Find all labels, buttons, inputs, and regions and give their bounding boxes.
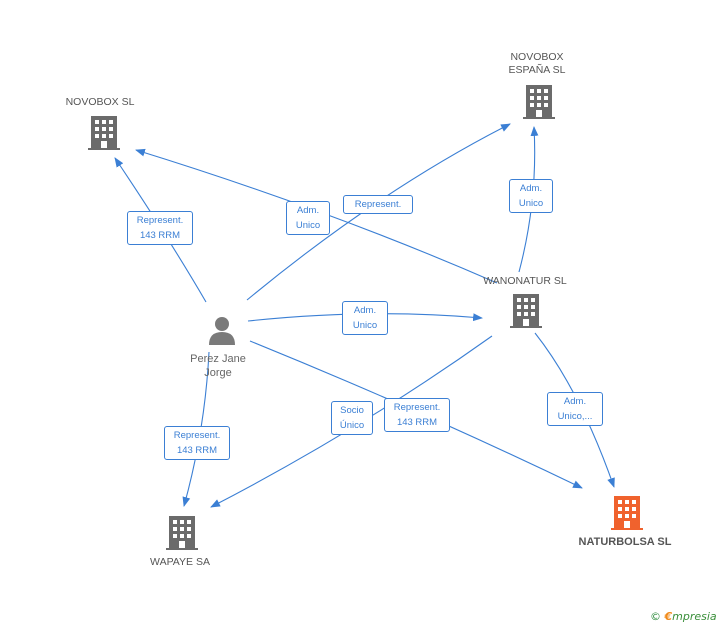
edge-label-person-naturbolsa: Represent. 143 RRM: [384, 398, 450, 432]
node-label-wanonatur[interactable]: WANONATUR SL: [483, 275, 567, 287]
edge-label-person-novobox-espana: Represent.: [343, 195, 413, 214]
edge-label-wanonatur-novobox-espana: Adm. Unico: [509, 179, 553, 213]
node-label-naturbolsa[interactable]: NATURBOLSA SL: [578, 536, 672, 548]
building-icon[interactable]: [523, 85, 555, 119]
brand-logo-initial: €: [664, 610, 673, 623]
edge-label-wanonatur-naturbolsa: Adm. Unico,...: [547, 392, 603, 426]
person-icon[interactable]: [207, 315, 237, 345]
person-label[interactable]: Perez Jane Jorge: [190, 353, 246, 379]
building-icon[interactable]: [611, 496, 643, 530]
building-icon[interactable]: [166, 516, 198, 550]
edge-label-person-wapaye: Represent. 143 RRM: [164, 426, 230, 460]
brand-logo-text: mpresia: [672, 610, 717, 623]
edge-label-person-wanonatur: Adm. Unico: [342, 301, 388, 335]
building-icon[interactable]: [510, 294, 542, 328]
edge-label-person-novobox-sl: Represent. 143 RRM: [127, 211, 193, 245]
node-label-novobox-sl[interactable]: NOVOBOX SL: [65, 96, 135, 108]
empresia-watermark: © €mpresia: [650, 610, 717, 623]
node-label-novobox-espana[interactable]: NOVOBOX ESPAÑA SL: [508, 51, 566, 76]
node-label-wapaye[interactable]: WAPAYE SA: [150, 556, 210, 568]
building-icon[interactable]: [88, 116, 120, 150]
copyright-symbol: ©: [650, 610, 661, 623]
edge-label-wanonatur-wapaye: Socio Único: [331, 401, 373, 435]
edge-label-wanonatur-novobox-sl: Adm. Unico: [286, 201, 330, 235]
